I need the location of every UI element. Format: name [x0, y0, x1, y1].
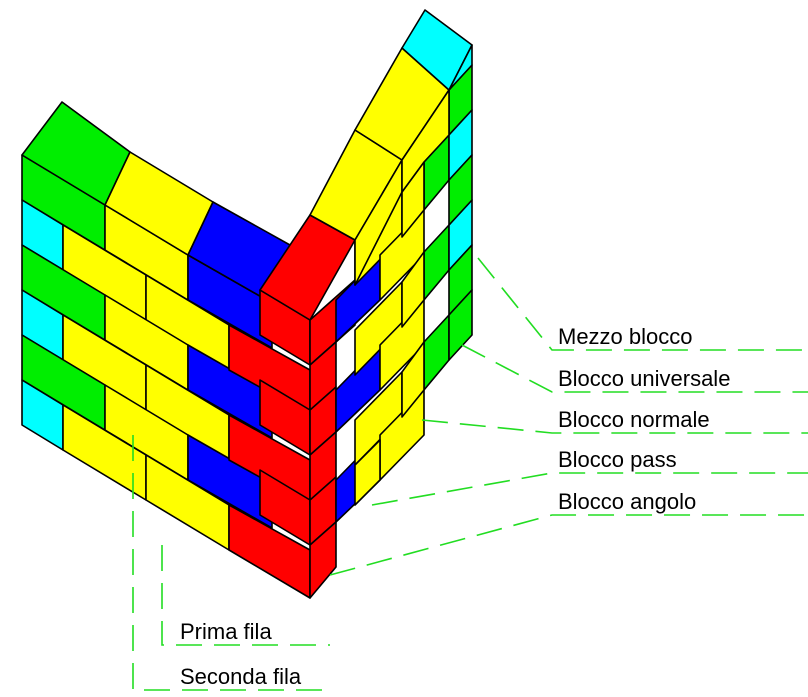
label-blocco-universale: Blocco universale	[558, 366, 730, 391]
leader-lines	[132, 257, 808, 691]
block-universale	[423, 224, 450, 301]
block-universale	[448, 289, 473, 361]
block-normale	[354, 439, 381, 506]
right-wall-top	[309, 9, 473, 286]
leader-blocco-normale	[421, 419, 808, 434]
left-wall-front	[21, 154, 273, 551]
label-mezzo-blocco: Mezzo blocco	[558, 324, 693, 349]
labels: Mezzo blocco Blocco universale Blocco no…	[180, 324, 730, 689]
block-normale	[401, 89, 450, 193]
label-prima-fila: Prima fila	[180, 619, 272, 644]
label-blocco-angolo: Blocco angolo	[558, 489, 696, 514]
leader-blocco-angolo	[329, 514, 808, 576]
leader-mezzo-blocco	[477, 257, 808, 351]
leader-blocco-pass	[371, 472, 808, 506]
block-mezzo	[448, 44, 473, 91]
leader-blocco-universale	[461, 344, 808, 393]
block-normale	[401, 341, 425, 418]
label-seconda-fila: Seconda fila	[180, 664, 302, 689]
left-wall-top	[21, 101, 291, 304]
block-universale	[423, 314, 450, 391]
corner-column	[228, 214, 356, 599]
leader-seconda-fila	[132, 435, 330, 691]
block-universale	[448, 154, 473, 226]
block-angolo	[309, 521, 337, 599]
leader-prima-fila	[161, 545, 330, 646]
block-normale	[401, 251, 425, 328]
label-blocco-normale: Blocco normale	[558, 407, 710, 432]
label-blocco-pass: Blocco pass	[558, 447, 677, 472]
